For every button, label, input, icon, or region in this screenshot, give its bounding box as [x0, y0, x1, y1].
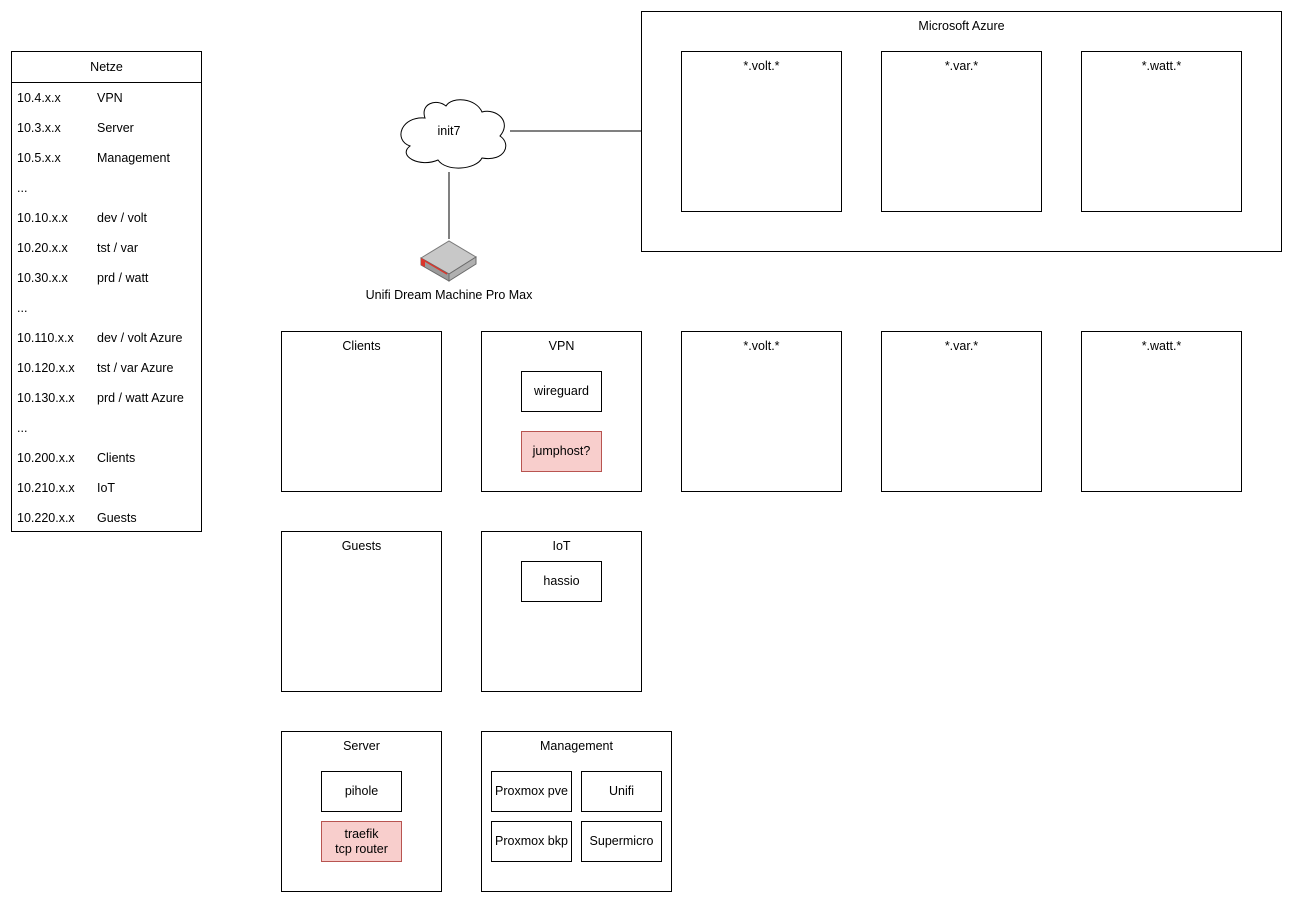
node-unifi: Unifi — [581, 771, 662, 812]
legend-row: ... — [17, 301, 28, 315]
network-volt: *.volt.* — [681, 331, 842, 492]
network-clients: Clients — [281, 331, 442, 492]
router-label: Unifi Dream Machine Pro Max — [365, 288, 533, 302]
node-pihole: pihole — [321, 771, 402, 812]
network-guests: Guests — [281, 531, 442, 692]
cloud-label: init7 — [437, 124, 461, 138]
network-title: Server — [343, 739, 380, 753]
network-title: VPN — [548, 339, 575, 353]
legend-row: ... — [17, 181, 28, 195]
node-hassio: hassio — [521, 561, 602, 602]
node-supermicro: Supermicro — [581, 821, 662, 862]
azure-zone-var: *.var.* — [881, 51, 1042, 212]
zone-title: *.volt.* — [743, 59, 780, 73]
node-jumphost: jumphost? — [521, 431, 602, 472]
legend-title: Netze — [12, 52, 201, 83]
network-title: Management — [540, 739, 613, 753]
network-title: Clients — [342, 339, 381, 353]
node-traefik: traefik tcp router — [321, 821, 402, 862]
network-title: *.watt.* — [1141, 339, 1182, 353]
network-title: *.volt.* — [743, 339, 780, 353]
zone-title: *.watt.* — [1141, 59, 1182, 73]
router-icon — [420, 240, 477, 282]
zone-title: *.var.* — [944, 59, 979, 73]
network-title: Guests — [341, 539, 382, 553]
azure-zone-volt: *.volt.* — [681, 51, 842, 212]
node-proxmox-bkp: Proxmox bkp — [491, 821, 572, 862]
azure-title: Microsoft Azure — [918, 19, 1005, 33]
azure-zone-watt: *.watt.* — [1081, 51, 1242, 212]
network-title: IoT — [552, 539, 571, 553]
node-proxmox-pve: Proxmox pve — [491, 771, 572, 812]
network-title: *.var.* — [944, 339, 979, 353]
network-vpn: VPN wireguard jumphost? — [481, 331, 642, 492]
node-wireguard: wireguard — [521, 371, 602, 412]
network-iot: IoT hassio — [481, 531, 642, 692]
network-server: Server pihole traefik tcp router — [281, 731, 442, 892]
network-management: Management Proxmox pve Unifi Proxmox bkp… — [481, 731, 672, 892]
cloud-icon — [400, 99, 507, 169]
legend-row: ... — [17, 421, 28, 435]
network-var: *.var.* — [881, 331, 1042, 492]
network-watt: *.watt.* — [1081, 331, 1242, 492]
